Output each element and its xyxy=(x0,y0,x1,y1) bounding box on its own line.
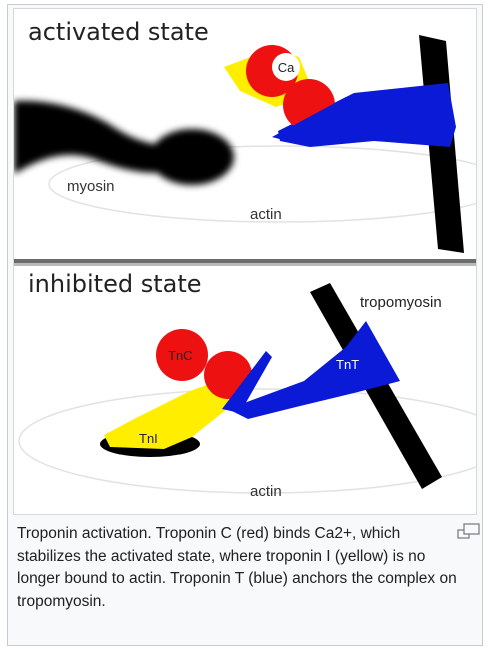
troponin-figure[interactable]: Ca myosin actin activated state inhibite… xyxy=(13,8,477,515)
tropomyosin-label: tropomyosin xyxy=(360,294,442,311)
myosin-head xyxy=(14,101,234,185)
panel-divider-shadow xyxy=(14,263,476,266)
tnc-label: TnC xyxy=(168,348,193,363)
panel-divider xyxy=(14,259,476,263)
myosin-label: myosin xyxy=(67,178,115,195)
activated-state-title: activated state xyxy=(28,18,209,46)
troponin-diagram: Ca myosin actin activated state inhibite… xyxy=(14,9,476,514)
actin-label-bottom: actin xyxy=(250,483,282,500)
ca-label: Ca xyxy=(278,60,295,75)
inhibited-state-title: inhibited state xyxy=(28,270,202,298)
figure-caption: Troponin activation. Troponin C (red) bi… xyxy=(17,523,457,613)
tnt-label: TnT xyxy=(336,357,359,372)
tni-label: TnI xyxy=(139,431,158,446)
actin-label-top: actin xyxy=(250,206,282,223)
magnify-icon[interactable] xyxy=(457,523,481,539)
